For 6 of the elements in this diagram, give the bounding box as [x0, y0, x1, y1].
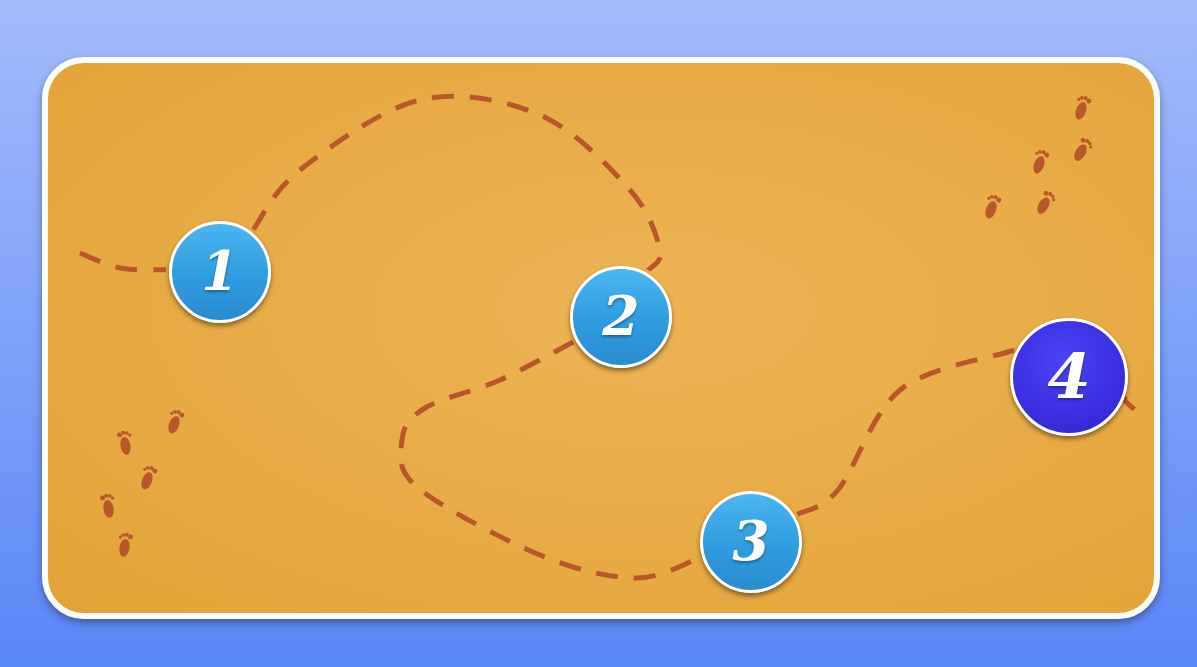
step-number: 2	[602, 290, 640, 344]
dashed-trail	[79, 250, 167, 273]
step-number: 1	[201, 245, 239, 299]
step-number: 3	[732, 515, 770, 569]
step-number: 4	[1047, 346, 1091, 408]
dashed-trail	[251, 93, 663, 273]
